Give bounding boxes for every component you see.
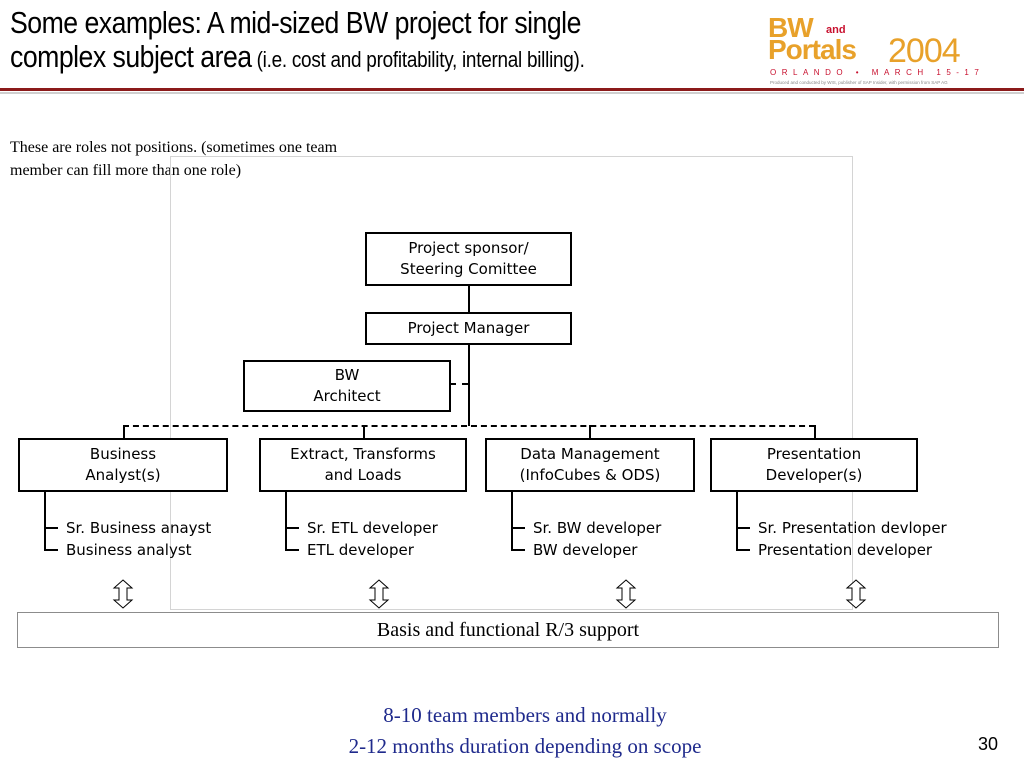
member-item: BW developer — [511, 539, 661, 561]
page-number: 30 — [978, 734, 999, 754]
title-rule-shadow — [0, 92, 1024, 94]
member-list-presentation: Sr. Presentation devloper Presentation d… — [736, 517, 947, 561]
connector-team-4 — [814, 425, 816, 439]
member-label: BW developer — [533, 541, 638, 559]
member-stem-2 — [285, 492, 287, 550]
manager-box: Project Manager — [365, 312, 572, 345]
team-box-presentation: Presentation Developer(s) — [710, 438, 918, 492]
up-down-arrow-icon — [368, 579, 390, 609]
sponsor-box: Project sponsor/ Steering Comittee — [365, 232, 572, 286]
member-label: Sr. BW developer — [533, 519, 662, 537]
member-stem-4 — [736, 492, 738, 550]
team-box-business-analyst: Business Analyst(s) — [18, 438, 228, 492]
title-line-2-paren: (i.e. cost and profitability, internal b… — [251, 47, 585, 72]
connector-team-2 — [363, 425, 365, 439]
logo-bw: BW — [768, 12, 814, 43]
basis-support-bar: Basis and functional R/3 support — [17, 612, 999, 648]
member-item: Sr. Business anayst — [44, 517, 211, 539]
member-label: Sr. Business anayst — [66, 519, 212, 537]
up-down-arrow-icon — [845, 579, 867, 609]
diagram-frame — [170, 156, 853, 610]
up-down-arrow-icon — [112, 579, 134, 609]
connector-team-3 — [589, 425, 591, 439]
title-line-2-main: complex subject area — [10, 39, 252, 74]
member-item: ETL developer — [285, 539, 438, 561]
logo-and: and — [826, 24, 846, 36]
member-label: Business analyst — [66, 541, 192, 559]
member-label: ETL developer — [307, 541, 414, 559]
team-box-etl: Extract, Transforms and Loads — [259, 438, 467, 492]
member-list-etl: Sr. ETL developer ETL developer — [285, 517, 438, 561]
team-box-data-management: Data Management (InfoCubes & ODS) — [485, 438, 695, 492]
title-line-2: complex subject area (i.e. cost and prof… — [10, 40, 664, 77]
bw-portals-2004-logo: BW and Portals 2004 ORLANDO • MARCH 15-1… — [768, 12, 1000, 85]
member-label: Sr. ETL developer — [307, 519, 438, 537]
member-item: Presentation developer — [736, 539, 947, 561]
member-item: Sr. ETL developer — [285, 517, 438, 539]
member-item: Business analyst — [44, 539, 211, 561]
connector-manager-teams — [468, 344, 470, 426]
footer-summary: 8-10 team members and normally 2-12 mont… — [280, 700, 770, 762]
footer-line-2: 2-12 months duration depending on scope — [348, 734, 702, 758]
roles-note: These are roles not positions. (sometime… — [10, 139, 338, 179]
connector-team-bus — [123, 425, 815, 427]
member-item: Sr. BW developer — [511, 517, 661, 539]
member-item: Sr. Presentation devloper — [736, 517, 947, 539]
member-stem-3 — [511, 492, 513, 550]
member-label: Presentation developer — [758, 541, 933, 559]
member-list-data-management: Sr. BW developer BW developer — [511, 517, 661, 561]
title-rule — [0, 88, 1024, 91]
logo-year: 2004 — [888, 32, 961, 70]
member-stem-1 — [44, 492, 46, 550]
architect-box: BW Architect — [243, 360, 451, 412]
up-down-arrow-icon — [615, 579, 637, 609]
member-list-business-analyst: Sr. Business anayst Business analyst — [44, 517, 211, 561]
logo-fine-print: Produced and conducted by WIS, publisher… — [770, 80, 948, 85]
connector-sponsor-manager — [468, 284, 470, 314]
logo-portals: Portals — [768, 34, 857, 65]
connector-architect — [450, 383, 468, 385]
footer-line-1: 8-10 team members and normally — [383, 703, 667, 727]
member-label: Sr. Presentation devloper — [758, 519, 947, 537]
title-line-1: Some examples: A mid-sized BW project fo… — [10, 5, 581, 40]
connector-team-1 — [123, 425, 125, 439]
logo-city: ORLANDO • MARCH 15-17 — [770, 68, 985, 77]
slide-title: Some examples: A mid-sized BW project fo… — [10, 6, 770, 77]
